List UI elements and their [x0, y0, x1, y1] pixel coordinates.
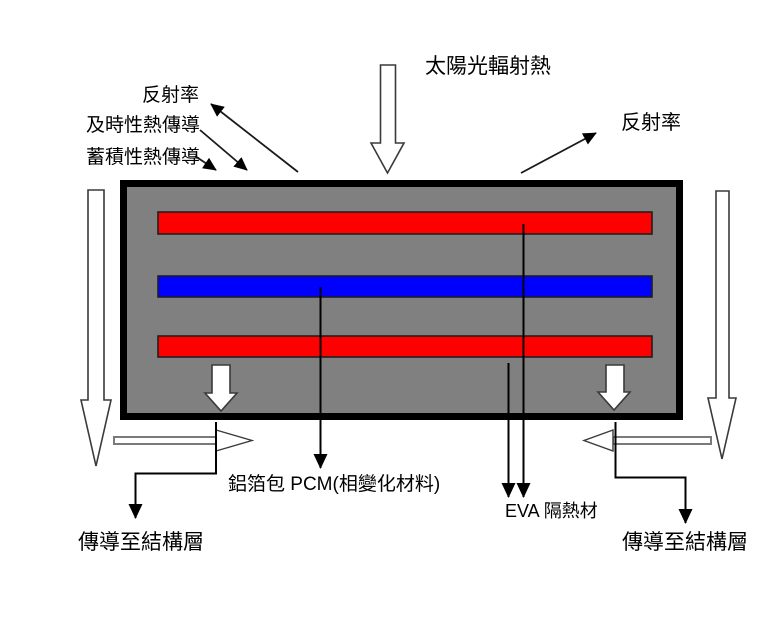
- reflectance-left-arrow: [210, 103, 299, 173]
- instant-conduction-label: 及時性熱傳導: [86, 114, 200, 136]
- lateral-arrow-right-shaft: [612, 436, 712, 445]
- foil-pcm-label: 鋁箔包 PCM(相變化材料): [228, 473, 440, 495]
- lateral-conduction-arrow-right: [581, 429, 712, 452]
- reflectance-right-label: 反射率: [621, 111, 681, 134]
- lateral-arrow-left-shaft: [113, 436, 217, 445]
- lateral-arrow-right-head: [581, 429, 614, 452]
- reflectance-right-arrow: [520, 132, 597, 174]
- panel-inner-down-arrow-right: [596, 364, 632, 412]
- middle-blue-layer-bar: [157, 275, 653, 298]
- reflectance-left-label: 反射率: [142, 84, 199, 106]
- instant-conduction-arrow: [199, 129, 248, 171]
- lateral-arrow-left-head: [215, 429, 255, 452]
- panel-inner-down-arrow-left: [203, 364, 239, 413]
- solar-radiation-label: 太陽光輻射熱: [425, 55, 551, 78]
- left-downward-heat-arrow: [79, 189, 113, 467]
- right-downward-heat-arrow: [706, 190, 738, 460]
- top-red-layer-bar: [157, 211, 653, 235]
- storage-conduction-label: 蓄積性熱傳導: [86, 146, 200, 168]
- lateral-conduction-arrow-left: [113, 429, 255, 452]
- solar-heat-down-arrow: [369, 64, 406, 175]
- storage-conduction-arrow: [194, 155, 217, 171]
- conduction-path-right: [614, 422, 693, 524]
- conduction-right-label: 傳導至結構層: [622, 531, 748, 554]
- eva-insulation-label: EVA 隔熱材: [505, 501, 598, 521]
- conduction-left-label: 傳導至結構層: [78, 531, 204, 554]
- conduction-path-left: [128, 422, 217, 519]
- bottom-red-layer-bar: [157, 335, 653, 358]
